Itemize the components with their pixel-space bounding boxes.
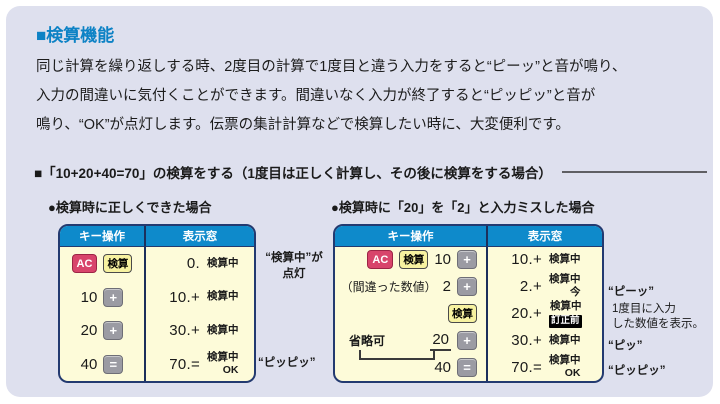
display-value: 2.+ [519,277,542,295]
display-row: 0. 検算中 [144,247,254,281]
content-panel: ■検算機能 同じ計算を繰り返しする時、2度目の計算で1度目と違う入力をすると“ピ… [6,6,713,397]
key-row: （間違った数値） 2 + [335,273,486,300]
display-value: 30.+ [511,332,542,350]
display-status: 検算中 [207,323,239,336]
omittable-range-bracket [359,350,435,360]
key-row: AC 検算 10 + [335,247,486,273]
plus-key: + [103,321,124,341]
key-row: 10 + [60,281,144,315]
section-heading-row: ■「10+20+40=70」の検算をする（1度目は正しく計算し、その後に検算をす… [34,162,707,182]
column-header-display-window: 表示窓 [144,226,254,247]
display-row: 70.= 検算中 OK [144,347,254,381]
page-title: ■検算機能 [36,26,115,45]
key-number: 20 [80,322,98,340]
ac-key: AC [71,254,98,274]
key-row: 40 = [335,354,486,381]
annotation-kensanchu-lit: “検算中”が 点灯 [265,252,323,280]
annotation-first-entry-note: 1度目に入力 した数値を表示。 [612,303,704,330]
plus-key: + [103,287,124,307]
display-value: 30.+ [169,322,200,340]
key-number: 40 [434,358,451,376]
case-title-correct: ●検算時に正しくできた場合 [48,200,212,215]
column-header-key-operation: キー操作 [60,226,144,247]
key-row: 40 = [60,348,144,382]
key-row: 省略可 20 + [335,328,486,354]
key-number: 2 [442,277,451,295]
annotation-beep-ok: “ピッピッ” [258,357,316,369]
intro-paragraph: 同じ計算を繰り返しする時、2度目の計算で1度目と違う入力をすると“ピーッ”と音が… [36,59,627,133]
plus-key: + [457,250,477,270]
display-row: 10.+ 検算中 [486,247,602,273]
annotation-beep-error: “ピーッ” [608,286,654,298]
display-value: 10.+ [169,288,200,306]
key-row: AC 検算 [60,247,144,281]
display-value: 10.+ [511,251,542,269]
kensan-key: 検算 [103,254,133,274]
plus-key: + [457,331,477,351]
display-status: 検算中 [207,290,239,303]
ac-key: AC [367,250,394,270]
column-header-display-window: 表示窓 [486,226,602,247]
display-status: 検算中 [549,334,581,347]
display-status: 検算中 [549,253,581,266]
display-status-text: 検算中 [550,300,582,312]
kensan-key: 検算 [448,304,477,324]
column-header-key-operation: キー操作 [335,226,486,247]
display-value: 20.+ [511,305,542,323]
table-correct-case: キー操作 表示窓 AC 検算 0. 検算中 10 + 10.+ 検算中 20 + [58,224,256,383]
display-value: 70.= [169,355,200,373]
display-status: 検算中 OK [549,353,581,380]
section-heading: ■「10+20+40=70」の検算をする（1度目は正しく計算し、その後に検算をす… [34,166,552,181]
display-value: 70.= [511,358,542,376]
display-row: 2.+ 検算中 今 [486,272,602,300]
display-row: 20.+ 検算中訂正前 [486,300,602,328]
correction-before-badge: 訂正前 [549,314,582,328]
table-mistake-case: キー操作 表示窓 AC 検算 10 + 10.+ 検算中 （間違った数値） 2 … [333,224,604,383]
display-row: 30.+ 検算中 [486,327,602,354]
plus-key: + [457,276,477,296]
display-value: 0. [186,255,200,273]
key-note-wrong-value: （間違った数値） [340,279,437,294]
key-note-omittable: 省略可 [349,334,386,349]
display-status: 検算中 OK [207,350,239,377]
case-title-mistake: ●検算時に「20」を「2」と入力ミスした場合 [331,200,595,215]
display-status: 検算中 [207,256,239,269]
display-row: 70.= 検算中 OK [486,353,602,381]
key-row: 検算 [335,300,486,328]
key-row: 20 + [60,314,144,348]
key-number: 40 [80,355,98,373]
key-number: 10 [80,288,98,306]
key-number: 10 [434,251,451,269]
key-number: 20 [430,331,451,351]
heading-rule-line [561,171,707,173]
equals-key: = [457,357,477,377]
kensan-key: 検算 [399,250,429,270]
annotation-beep-short: “ピッ” [608,340,643,352]
annotation-beep-ok: “ピッピッ” [608,365,666,377]
equals-key: = [103,354,124,374]
display-row: 30.+ 検算中 [144,314,254,348]
display-row: 10.+ 検算中 [144,280,254,314]
display-status: 検算中 今 [549,272,581,299]
display-status: 検算中訂正前 [549,300,582,328]
